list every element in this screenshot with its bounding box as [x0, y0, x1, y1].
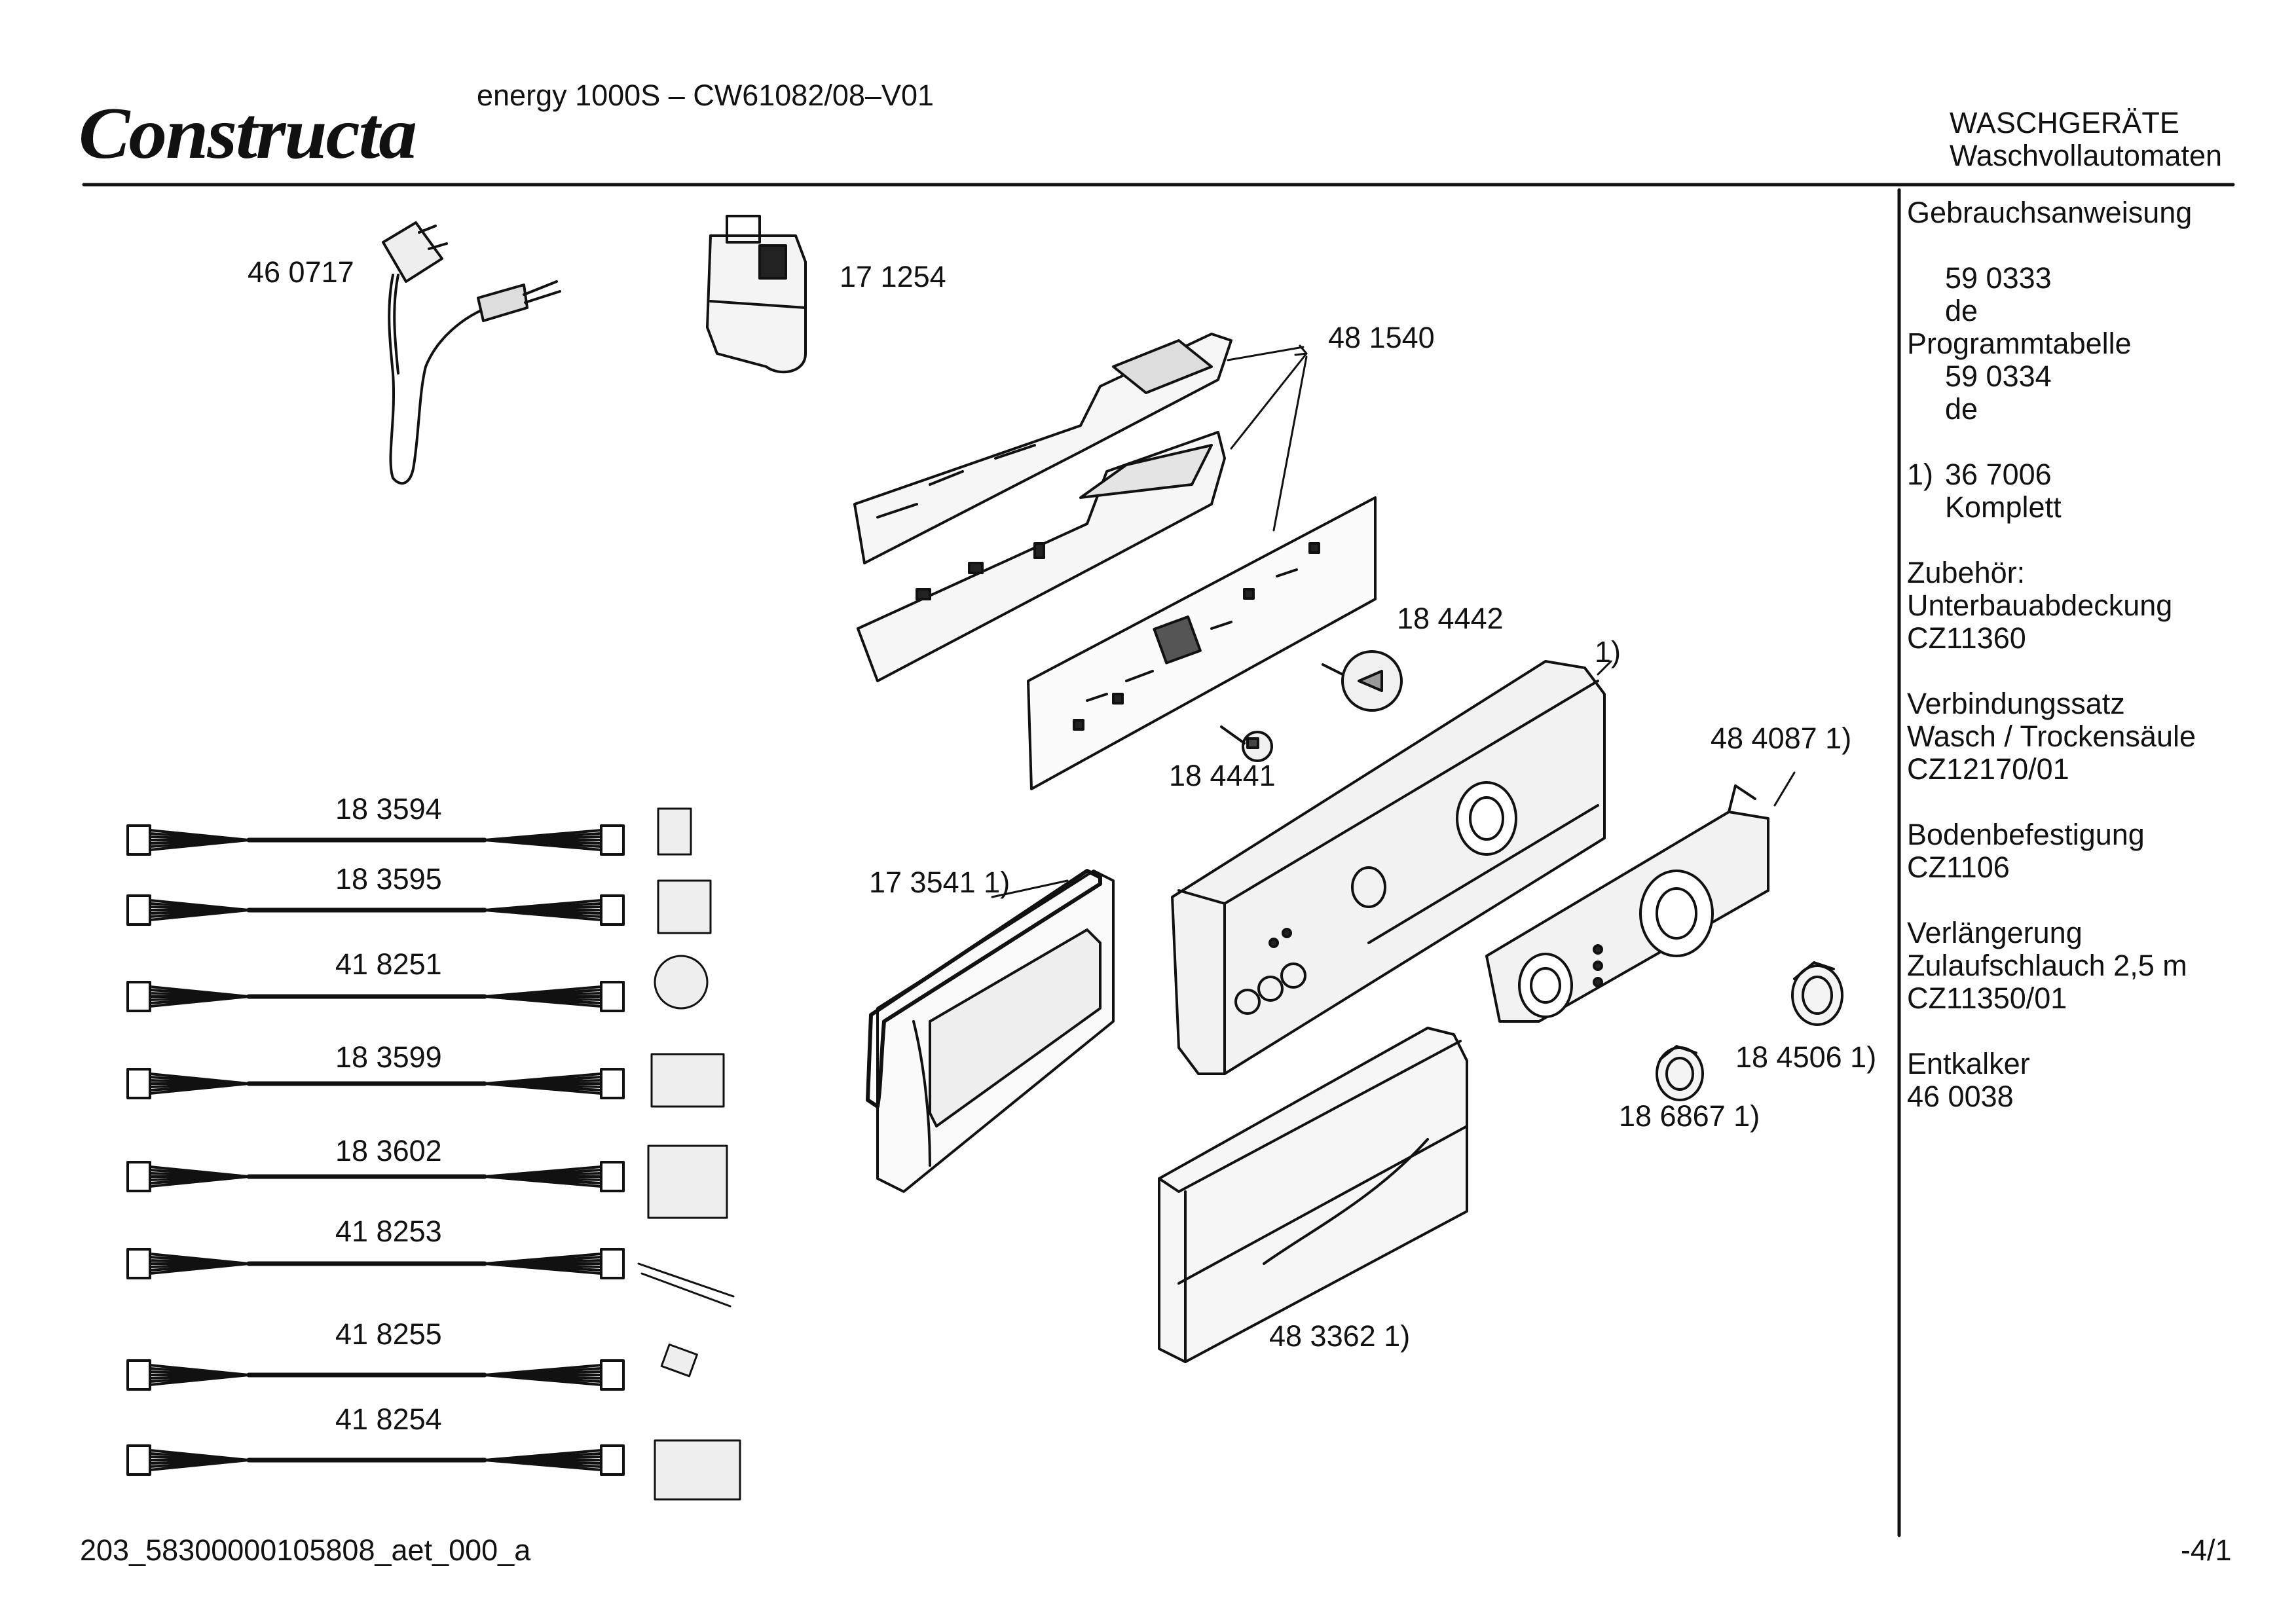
programme-knob-panel	[1485, 784, 1769, 1023]
cable-label: 41 8253	[335, 1215, 442, 1248]
part-label: 18 6867 1)	[1619, 1099, 1760, 1133]
cable-harness	[126, 824, 625, 856]
cable-label: 41 8251	[335, 947, 442, 981]
cable-harness	[126, 1444, 625, 1476]
cable-label: 18 3595	[335, 862, 442, 896]
sidebar-heading: Verbindungssatz	[1907, 687, 2125, 720]
selector-knob-disc	[1322, 650, 1403, 712]
sidebar-value: CZ12170/01	[1907, 752, 2069, 786]
part-label: 18 4506 1)	[1735, 1040, 1877, 1074]
sidebar-heading: Entkalker	[1907, 1047, 2030, 1080]
control-panel-fascia	[1171, 660, 1606, 1075]
cable-harness	[126, 1359, 625, 1391]
detergent-drawer-cover	[1158, 1027, 1468, 1363]
electronic-pcb	[1027, 496, 1377, 790]
sidebar-value: CZ11360	[1907, 621, 2026, 655]
cable-label: 18 3602	[335, 1134, 442, 1167]
component-thumbnails	[637, 807, 741, 1501]
cable-harness	[126, 1248, 625, 1279]
sidebar-value: 46 0038	[1907, 1080, 2014, 1113]
part-label: 17 3541 1)	[869, 866, 1010, 899]
part-label: 1)	[1595, 635, 1621, 669]
sidebar-value: 36 7006	[1945, 458, 2052, 491]
cable-label: 41 8255	[335, 1317, 442, 1351]
sidebar-value: de	[1945, 392, 1978, 426]
part-label: 46 0717	[248, 255, 354, 289]
sidebar-value: de	[1945, 294, 1978, 327]
cable-label: 18 3594	[335, 792, 442, 826]
page-number: -4/1	[2181, 1533, 2232, 1567]
sidebar-heading: Programmtabelle	[1907, 327, 2132, 360]
part-label: 48 1540	[1328, 321, 1435, 354]
control-module-middle	[857, 431, 1226, 682]
sidebar-value: Zulaufschlauch 2,5 m	[1907, 949, 2187, 982]
part-label: 18 4441	[1169, 759, 1276, 792]
part-label: 48 3362 1)	[1269, 1319, 1411, 1353]
knob-ring-large	[1791, 961, 1843, 1026]
cable-label: 18 3599	[335, 1040, 442, 1074]
sidebar-value: 59 0334	[1945, 359, 2052, 393]
cable-harness-group	[126, 824, 625, 1476]
cable-harness	[126, 1068, 625, 1099]
control-module-upper	[853, 333, 1232, 564]
cable-harness	[126, 1161, 625, 1192]
sidebar-heading: Bodenbefestigung	[1907, 818, 2145, 851]
subcategory-title: Waschvollautomaten	[1950, 139, 2223, 172]
detergent-drawer-frame	[876, 870, 1115, 1193]
model-title: energy 1000S – CW61082/08–V01	[477, 79, 935, 112]
drawer-gasket	[866, 869, 1102, 1108]
category-title: WASCHGERÄTE	[1950, 106, 2179, 139]
knob-ring-small	[1656, 1045, 1704, 1101]
sidebar-value: Wasch / Trockensäule	[1907, 720, 2196, 753]
sidebar-value: CZ1106	[1907, 851, 2010, 884]
part-label: 17 1254	[840, 260, 946, 293]
cable-harness	[126, 894, 625, 926]
sidebar-value: Unterbauabdeckung	[1907, 589, 2173, 622]
part-label: 18 4442	[1397, 602, 1504, 635]
interference-filter	[706, 215, 807, 374]
sidebar-heading: Gebrauchsanweisung	[1907, 196, 2193, 229]
sidebar-value: 59 0333	[1945, 261, 2052, 295]
sidebar-heading: Verlängerung	[1907, 916, 2083, 949]
brand-logo: Constructa	[79, 93, 417, 174]
sidebar-heading: Zubehör:	[1907, 556, 2026, 589]
cable-label: 41 8254	[335, 1402, 442, 1436]
sidebar-note-marker: 1)	[1907, 458, 1934, 491]
small-knob	[1220, 725, 1273, 762]
sidebar-value: Komplett	[1945, 490, 2062, 524]
sidebar-value: CZ11350/01	[1907, 981, 2067, 1015]
document-id: 203_58300000105808_aet_000_a	[80, 1533, 531, 1567]
part-label: 48 4087 1)	[1711, 722, 1852, 755]
cable-harness	[126, 981, 625, 1012]
power-cord-plug	[382, 221, 561, 485]
